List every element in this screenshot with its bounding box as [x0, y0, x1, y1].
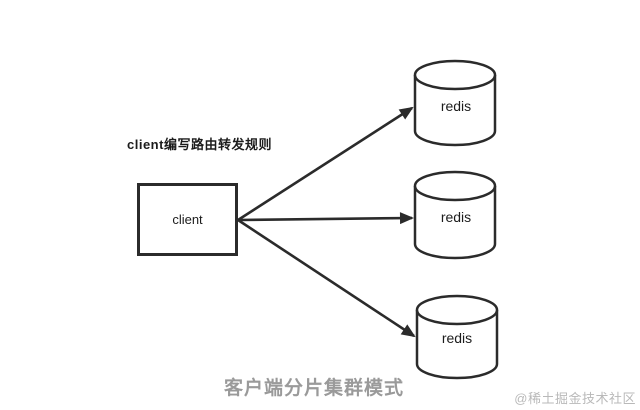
client-node: client	[137, 183, 238, 256]
arrow-client-to-redis-1	[237, 106, 414, 222]
arrow-client-to-redis-3	[237, 218, 416, 338]
diagram-caption: 客户端分片集群模式	[224, 378, 405, 399]
redis-node-label-3: redis	[441, 330, 473, 346]
routing-rule-label: client编写路由转发规则	[127, 137, 272, 152]
redis-node-label-2: redis	[440, 209, 472, 225]
client-node-label: client	[172, 212, 203, 227]
redis-cylinder-2	[413, 170, 497, 260]
redis-cylinder-1	[413, 59, 497, 147]
arrow-client-to-redis-2	[237, 212, 414, 225]
redis-node-label-1: redis	[440, 98, 472, 114]
watermark-text: @稀土掘金技术社区	[514, 391, 636, 406]
redis-cylinder-3	[415, 294, 499, 380]
